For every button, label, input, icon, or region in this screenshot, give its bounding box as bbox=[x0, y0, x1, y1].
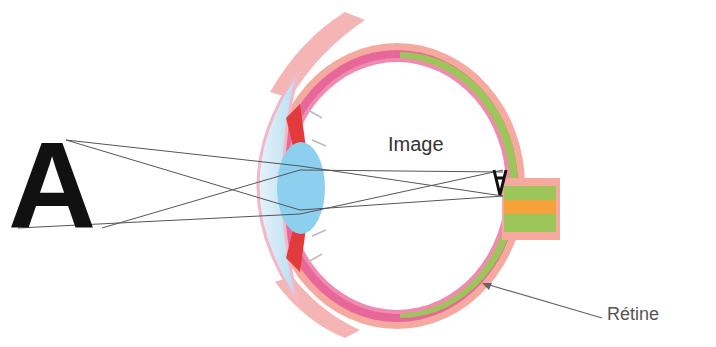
retina-label: Rétine bbox=[607, 305, 659, 323]
leader-line bbox=[486, 284, 602, 318]
leader-arrowhead bbox=[482, 283, 492, 290]
inverted-image bbox=[494, 170, 506, 195]
optic-nerve-vessel bbox=[504, 200, 556, 214]
optic-nerve-core bbox=[504, 186, 556, 232]
optic-nerve bbox=[502, 178, 560, 240]
lens bbox=[277, 142, 325, 234]
object-letter: A bbox=[8, 125, 96, 247]
sclera bbox=[269, 43, 525, 329]
choroid bbox=[276, 50, 518, 322]
image-label: Image bbox=[388, 134, 444, 154]
